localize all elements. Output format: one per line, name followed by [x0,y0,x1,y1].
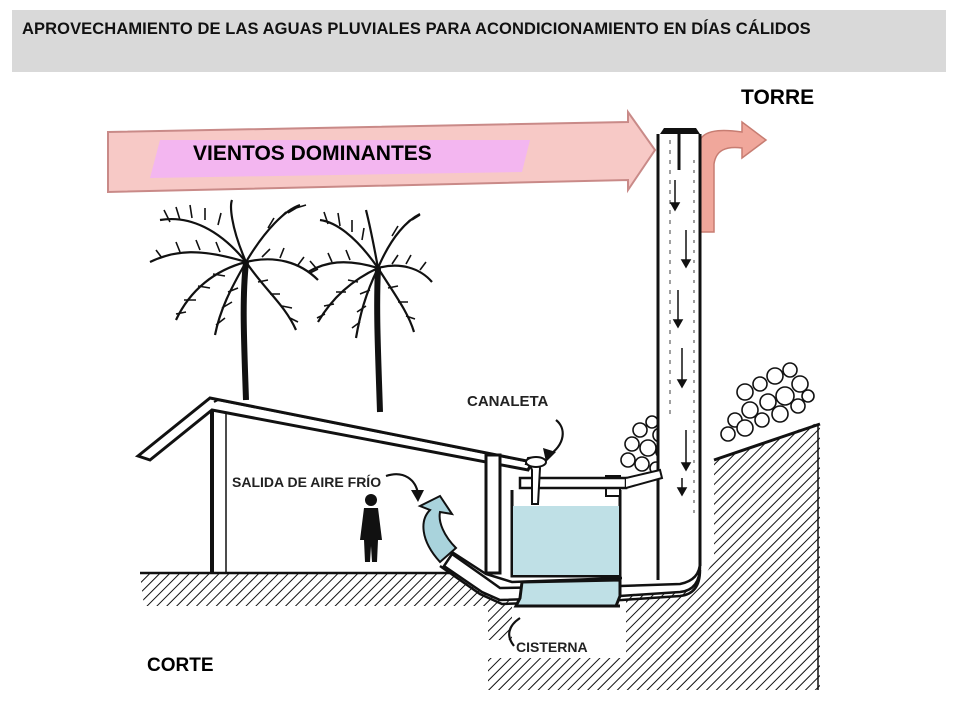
shrub-right [720,362,815,442]
tower [656,120,768,580]
cistern-label: CISTERNA [516,639,588,655]
cisterna-pointer [508,617,521,647]
water-tank [513,506,619,575]
tower-label: TORRE [741,86,815,109]
wind-highlight [150,140,530,178]
gutter-pipe [524,456,547,505]
house [134,396,535,575]
ground [140,422,821,690]
section-label: CORTE [147,655,214,676]
cold-air-outlet-label: SALIDA DE AIRE FRÍO [232,474,382,490]
wind-arrow [107,108,657,194]
gutter-label: CANALETA [467,393,549,410]
title-bar: APROVECHAMIENTO DE LAS AGUAS PLUVIALES P… [12,10,946,72]
palm-tree-left [149,199,319,401]
wind-label: VIENTOS DOMINANTES [193,142,432,165]
downdraft-arrows [669,180,692,497]
hot-air-arrow [699,120,768,233]
cold-air-arrow [417,494,458,564]
cistern-tank [510,468,664,608]
person-figure [360,494,382,562]
palm-tree-right [307,209,433,413]
page-title: APROVECHAMIENTO DE LAS AGUAS PLUVIALES P… [22,20,811,38]
